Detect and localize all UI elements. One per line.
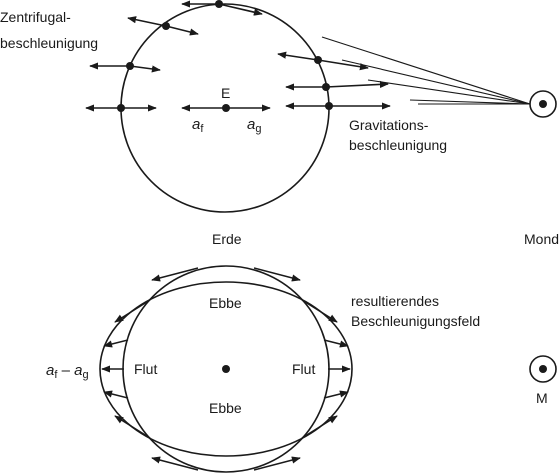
gravitation-arrow [129, 65, 161, 73]
resultant-label-line1: resultierendes [351, 293, 439, 309]
gravitation-arrow [317, 59, 369, 71]
moon-sight-lines [321, 36, 531, 105]
moon-label: Mond [524, 231, 559, 247]
tidal-bulge-ellipse [99, 281, 353, 457]
af-label: af [192, 116, 204, 135]
centrifugal-arrow [127, 16, 167, 27]
tidal-field-diagram: Ebbe Ebbe Flut Flut resultierendes Besch… [46, 265, 557, 473]
flut-right-label: Flut [292, 361, 315, 377]
earth-points [117, 0, 333, 112]
earth-center-dot [222, 104, 230, 112]
gravitation-arrow [325, 80, 389, 88]
earth-center-label: E [221, 85, 230, 101]
earth-acceleration-diagram: Zentrifugal- beschleunigung Gravitations… [0, 0, 559, 247]
moon-m-label: M [536, 390, 548, 406]
gravitation-arrow [218, 3, 263, 16]
gravitation-label-line1: Gravitations- [349, 117, 429, 133]
gravitation-arrow [165, 25, 199, 36]
centrifugal-arrow [277, 51, 319, 61]
resultant-label-line2: Beschleunigungsfeld [351, 313, 480, 329]
ag-label: ag [247, 116, 261, 135]
earth-label: Erde [212, 231, 242, 247]
resultant-arrows [101, 267, 351, 471]
af-minus-ag-label: af – ag [46, 362, 89, 381]
acceleration-arrows [85, 0, 391, 112]
centrifugal-label-line1: Zentrifugal- [0, 9, 71, 25]
earth-center-dot-lower [222, 365, 230, 373]
ebbe-bottom-label: Ebbe [209, 400, 242, 416]
ebbe-top-label: Ebbe [209, 295, 242, 311]
centrifugal-label-line2: beschleunigung [0, 35, 98, 51]
flut-left-label: Flut [134, 361, 157, 377]
gravitation-label-line2: beschleunigung [349, 137, 447, 153]
moon-symbol-lower [529, 355, 557, 383]
moon-symbol [529, 90, 557, 118]
